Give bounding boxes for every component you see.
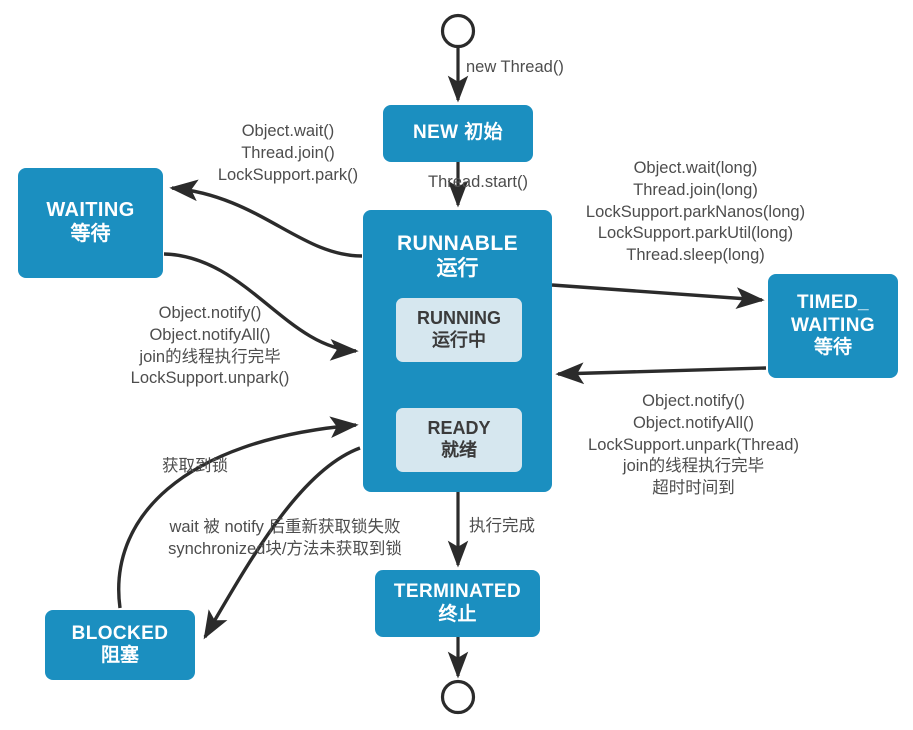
edge-label-to-terminated: 执行完成 <box>469 517 535 535</box>
edge-label-to-timed-waiting: Object.wait(long) Thread.join(long) Lock… <box>585 159 806 265</box>
state-blocked-label-cn: 阻塞 <box>100 645 139 666</box>
end-node-circle <box>440 679 476 715</box>
edge-label-from-blocked: 获取到锁 <box>162 457 228 475</box>
state-node-blocked[interactable]: BLOCKED 阻塞 <box>45 610 195 680</box>
edge-label-thread-start: Thread.start() <box>428 173 528 191</box>
edge-label-to-blocked: wait 被 notify 后重新获取锁失败 synchronized块/方法未… <box>168 518 402 558</box>
state-running-label-en: RUNNING <box>417 308 501 329</box>
edge-blocked-to-runnable <box>117 416 359 609</box>
state-running-label-cn: 运行中 <box>432 330 486 350</box>
state-blocked-label-en: BLOCKED <box>71 622 169 644</box>
state-runnable-label-en: RUNNABLE <box>396 232 519 255</box>
start-node-circle <box>440 13 476 49</box>
state-timed-waiting-label-en2: WAITING <box>790 314 876 336</box>
state-node-timed-waiting[interactable]: TIMED_ WAITING 等待 <box>768 274 898 378</box>
state-terminated-label-cn: 终止 <box>438 603 477 625</box>
state-node-new[interactable]: NEW 初始 <box>383 105 533 162</box>
state-ready-label-en: READY <box>427 418 491 439</box>
state-new-label: NEW 初始 <box>412 122 503 144</box>
state-node-running[interactable]: RUNNING 运行中 <box>396 298 522 362</box>
state-waiting-label-en: WAITING <box>46 199 135 222</box>
state-node-terminated[interactable]: TERMINATED 终止 <box>375 570 540 637</box>
edge-runnable-to-timed-waiting <box>551 283 765 310</box>
state-timed-waiting-label-en1: TIMED_ <box>796 292 870 314</box>
edge-timed-waiting-to-runnable <box>555 362 767 385</box>
edge-runnable-to-waiting <box>169 179 363 258</box>
state-node-waiting[interactable]: WAITING 等待 <box>18 168 163 278</box>
state-node-ready[interactable]: READY 就绪 <box>396 408 522 472</box>
edge-waiting-to-runnable <box>163 252 359 361</box>
edge-label-to-waiting: Object.wait() Thread.join() LockSupport.… <box>217 122 359 184</box>
edge-label-from-timed-waiting: Object.notify() Object.notifyAll() LockS… <box>588 392 799 498</box>
edge-runnable-to-blocked <box>203 446 361 640</box>
edge-label-from-waiting: Object.notify() Object.notifyAll() join的… <box>130 304 290 388</box>
edge-label-new-thread: new Thread() <box>466 58 564 76</box>
state-waiting-label-cn: 等待 <box>70 223 111 245</box>
state-runnable-label-cn: 运行 <box>436 256 479 280</box>
state-ready-label-cn: 就绪 <box>441 440 477 460</box>
state-timed-waiting-label-cn: 等待 <box>813 337 852 359</box>
state-terminated-label-en: TERMINATED <box>393 581 522 603</box>
